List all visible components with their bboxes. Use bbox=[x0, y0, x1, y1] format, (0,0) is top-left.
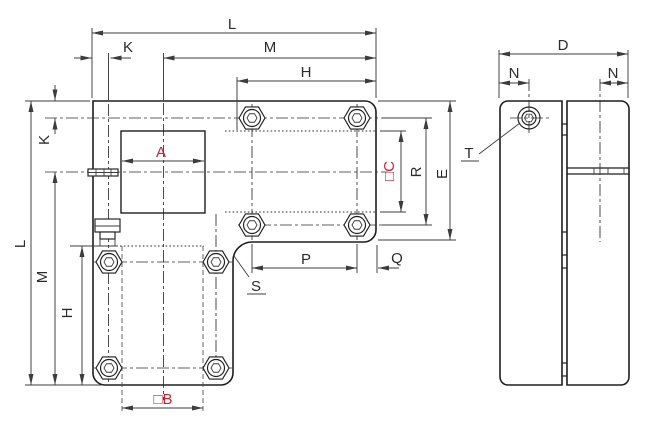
dimension-labels: L K M H L K M H A □B □C R E P Q S D N N … bbox=[12, 16, 618, 408]
t-leader bbox=[478, 122, 521, 155]
dimension-lines bbox=[28, 30, 628, 411]
hex-bolts bbox=[95, 106, 371, 380]
dim-label-C: □C bbox=[381, 161, 398, 181]
hex-bolt bbox=[238, 106, 266, 130]
dim-label-T: T bbox=[464, 145, 473, 162]
leader-lines bbox=[233, 122, 521, 295]
side-right-body bbox=[566, 100, 630, 386]
dim-label-M-top: M bbox=[264, 39, 277, 56]
s-leader bbox=[233, 255, 250, 278]
dim-label-P: P bbox=[301, 251, 311, 268]
extension-lines bbox=[25, 28, 629, 386]
hex-bolt bbox=[202, 250, 230, 274]
dim-label-A: A bbox=[156, 144, 166, 161]
hex-bolt bbox=[343, 106, 371, 130]
dim-label-Q: Q bbox=[391, 250, 403, 267]
dim-label-S: S bbox=[251, 278, 261, 295]
dim-label-L-top: L bbox=[228, 16, 236, 33]
dim-label-E: E bbox=[434, 169, 451, 179]
dim-label-K-top: K bbox=[123, 39, 133, 56]
dim-label-H-left: H bbox=[59, 308, 76, 319]
rail-seam bbox=[567, 167, 629, 175]
dim-label-H-top: H bbox=[301, 64, 312, 81]
dim-label-M-left: M bbox=[34, 271, 51, 284]
dim-label-L-left: L bbox=[12, 240, 29, 248]
gib-screw bbox=[87, 168, 119, 177]
hex-bolt bbox=[95, 250, 123, 274]
dim-label-D: D bbox=[558, 37, 569, 54]
plan-view bbox=[45, 100, 392, 412]
clamp-block bbox=[94, 218, 121, 246]
side-bolt bbox=[510, 79, 549, 134]
hex-bolt bbox=[343, 213, 371, 237]
dim-label-B: □B bbox=[153, 391, 172, 408]
side-left-body bbox=[499, 100, 563, 386]
table-square bbox=[120, 130, 206, 214]
dimensions: L K M H L K M H A □B □C R E P Q S D N N … bbox=[12, 16, 629, 411]
dim-label-R: R bbox=[408, 166, 425, 177]
hex-bolt bbox=[95, 356, 123, 380]
dim-label-K-left: K bbox=[36, 135, 53, 145]
gap-ticks bbox=[562, 123, 567, 377]
dim-label-N-right: N bbox=[608, 65, 619, 82]
side-view bbox=[499, 79, 630, 386]
dim-label-N-left: N bbox=[509, 65, 520, 82]
plate-outline bbox=[92, 100, 377, 386]
hex-bolt bbox=[202, 356, 230, 380]
hex-bolt bbox=[238, 213, 266, 237]
